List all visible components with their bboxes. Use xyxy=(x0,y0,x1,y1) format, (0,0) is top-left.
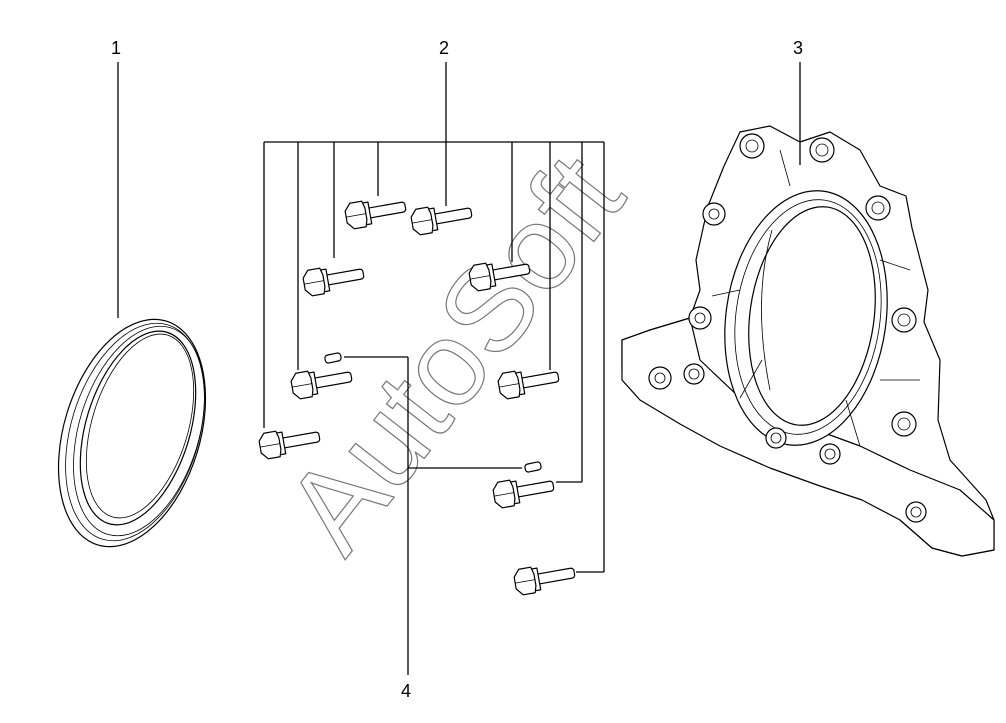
bolt-leader-bracket xyxy=(263,62,605,573)
leader-line-4 xyxy=(344,356,522,675)
bolt xyxy=(290,370,353,400)
bolt xyxy=(492,479,555,509)
flange-bolts xyxy=(258,200,576,596)
rear-cover-housing xyxy=(621,125,995,557)
bolt xyxy=(513,566,576,596)
callout-label-3: 3 xyxy=(793,38,803,58)
bolt xyxy=(497,370,560,400)
watermark-text: AutoSoft xyxy=(260,131,649,576)
dowel-pins xyxy=(324,352,542,473)
oil-seal-ring xyxy=(57,318,207,548)
bolt xyxy=(258,430,321,460)
callout-label-1: 1 xyxy=(111,38,121,58)
bolt xyxy=(302,267,365,297)
bolt xyxy=(468,262,531,292)
callout-label-2: 2 xyxy=(439,38,449,58)
callout-label-4: 4 xyxy=(401,681,411,701)
bolt xyxy=(410,206,473,236)
bolt xyxy=(344,200,407,230)
